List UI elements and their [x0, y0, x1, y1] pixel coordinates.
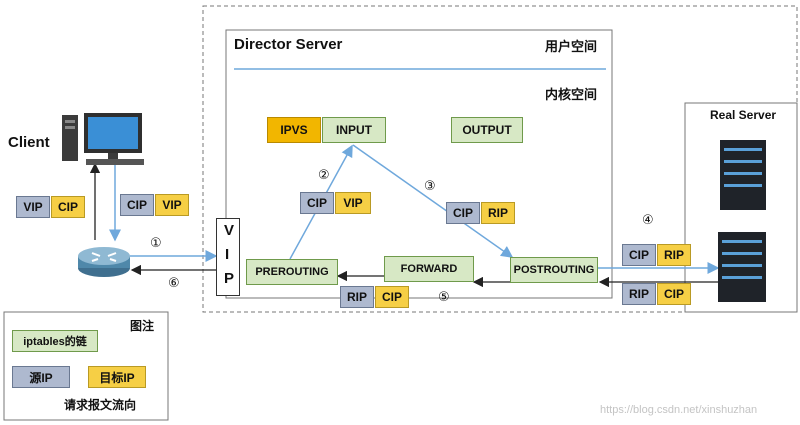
- step-number-5: ⑤: [438, 289, 450, 304]
- chain-prerouting: PREROUTING: [246, 259, 338, 285]
- packet-client-out-target: CIP: [51, 196, 85, 218]
- packet-step5-target: CIP: [375, 286, 409, 308]
- step-number-3: ③: [424, 178, 436, 193]
- packet-step3-source: CIP: [446, 202, 480, 224]
- chain-output: OUTPUT: [451, 117, 523, 143]
- server-icon: [718, 232, 766, 302]
- router-icon: [78, 247, 130, 277]
- step-number-2: ②: [318, 167, 330, 182]
- server-icon: [720, 140, 766, 210]
- packet-step5-source: RIP: [340, 286, 374, 308]
- step-number-6: ⑥: [168, 275, 180, 290]
- step-number-4: ④: [642, 212, 654, 227]
- packet-client-in-target: VIP: [155, 194, 189, 216]
- chain-forward: FORWARD: [384, 256, 474, 282]
- real-server-box: [684, 102, 798, 313]
- client-label: Client: [8, 134, 50, 151]
- kernel-space-label: 内核空间: [545, 87, 598, 102]
- flow-arrow-input-postrouting: [352, 144, 514, 258]
- legend-flow-label: 请求报文流向: [64, 398, 137, 412]
- chain-input: INPUT: [322, 117, 386, 143]
- vip-letter: V: [224, 222, 235, 239]
- real-server-title: Real Server: [710, 108, 777, 122]
- user-space-label: 用户空间: [545, 39, 598, 54]
- director-server-title: Director Server: [234, 36, 343, 53]
- packet-client-out-source: VIP: [16, 196, 50, 218]
- packet-step2-target: VIP: [335, 192, 371, 214]
- packet-step3-target: RIP: [481, 202, 515, 224]
- packet-step4-source: CIP: [622, 244, 656, 266]
- client-computer-icon: [62, 113, 144, 165]
- vip-interface: V I P: [216, 218, 240, 296]
- legend-target-ip-swatch: 目标IP: [88, 366, 146, 388]
- step-number-1: ①: [150, 235, 162, 250]
- legend-source-ip-swatch: 源IP: [12, 366, 70, 388]
- packet-client-in-source: CIP: [120, 194, 154, 216]
- packet-reply-rs-target: CIP: [657, 283, 691, 305]
- legend-title: 图注: [130, 319, 155, 333]
- packet-step2-source: CIP: [300, 192, 334, 214]
- vip-letter: P: [224, 270, 235, 287]
- packet-step4-target: RIP: [657, 244, 691, 266]
- chain-ipvs: IPVS: [267, 117, 321, 143]
- chain-postrouting: POSTROUTING: [510, 257, 598, 283]
- vip-letter: I: [225, 246, 230, 263]
- legend-chain-swatch: iptables的链: [12, 330, 98, 352]
- director-dashed-border: [202, 5, 798, 313]
- director-server-box: [225, 29, 613, 299]
- watermark: https://blog.csdn.net/xinshuzhan: [600, 404, 758, 416]
- packet-reply-rs-source: RIP: [622, 283, 656, 305]
